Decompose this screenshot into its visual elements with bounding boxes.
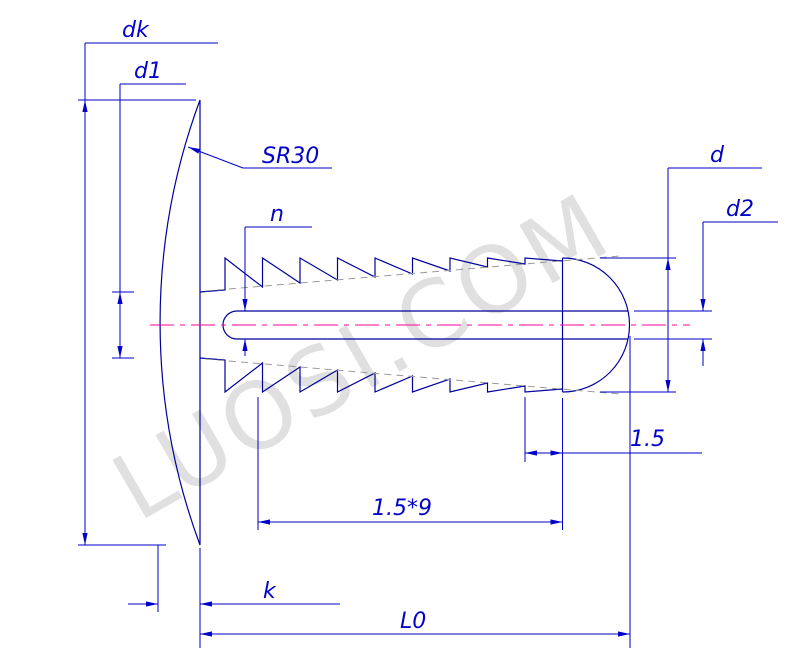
dim-label-dk: dk — [122, 18, 150, 43]
shank-bottom-profile — [199, 357, 563, 394]
arrowhead — [200, 631, 212, 637]
dim-k: k — [128, 545, 340, 612]
arrowhead — [550, 519, 563, 525]
dim-d1: d1 — [112, 59, 186, 359]
arrowhead — [665, 258, 671, 270]
arrowhead — [200, 601, 212, 607]
arrowhead — [146, 601, 158, 607]
arrowhead — [242, 299, 248, 311]
arrowhead — [665, 380, 671, 392]
arrowhead — [700, 299, 706, 311]
arrowhead — [117, 346, 123, 358]
dim-n: n — [242, 202, 312, 356]
arrowhead — [242, 339, 248, 351]
hidden-taper-lines — [204, 255, 621, 395]
arrowhead — [700, 339, 706, 351]
watermark: LUOSI.COM — [96, 172, 629, 541]
arrowhead — [618, 631, 630, 637]
dim-label-d1: d1 — [134, 59, 162, 84]
shank-top-profile — [199, 256, 563, 293]
dim-d2: d2 — [634, 197, 778, 366]
arrowhead — [117, 292, 123, 304]
dim-sr30: SR30 — [187, 144, 332, 169]
dim-dk: dk — [78, 18, 218, 546]
arrowhead — [550, 450, 563, 456]
taper-line-top — [204, 255, 621, 292]
tip-dome-arc — [562, 257, 631, 393]
dim-rib-span: 1.5*9 — [257, 397, 563, 530]
taper-line-bottom — [204, 358, 621, 395]
dim-label-d2: d2 — [726, 197, 754, 222]
dim-d: d — [600, 143, 762, 393]
dim-label-rib-pitch: 1.5 — [630, 427, 665, 452]
dim-label-sr30: SR30 — [262, 144, 319, 169]
dim-label-d: d — [710, 143, 725, 168]
dim-rib-pitch: 1.5 — [524, 397, 702, 462]
head-arc — [159, 99, 201, 546]
arrowhead — [525, 450, 537, 456]
arrowhead — [258, 519, 270, 525]
dim-label-l0: L0 — [400, 609, 426, 634]
dim-label-rib-span: 1.5*9 — [372, 496, 432, 521]
dim-label-k: k — [263, 579, 277, 604]
arrowhead — [188, 147, 201, 154]
dim-label-n: n — [270, 202, 284, 227]
dim-l0: L0 — [199, 336, 631, 648]
arrowhead — [82, 533, 88, 545]
arrowhead — [82, 100, 88, 112]
